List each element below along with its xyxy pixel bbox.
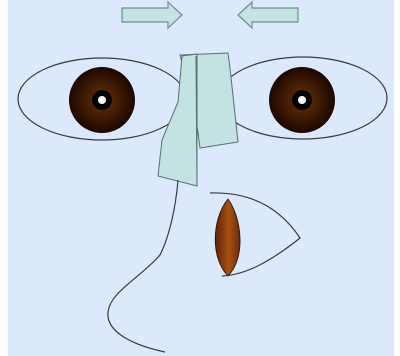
right-frame-strip <box>394 0 400 356</box>
left-pupil-highlight <box>98 96 106 104</box>
left-frame-strip <box>0 0 8 356</box>
right-pupil-highlight <box>298 96 306 104</box>
